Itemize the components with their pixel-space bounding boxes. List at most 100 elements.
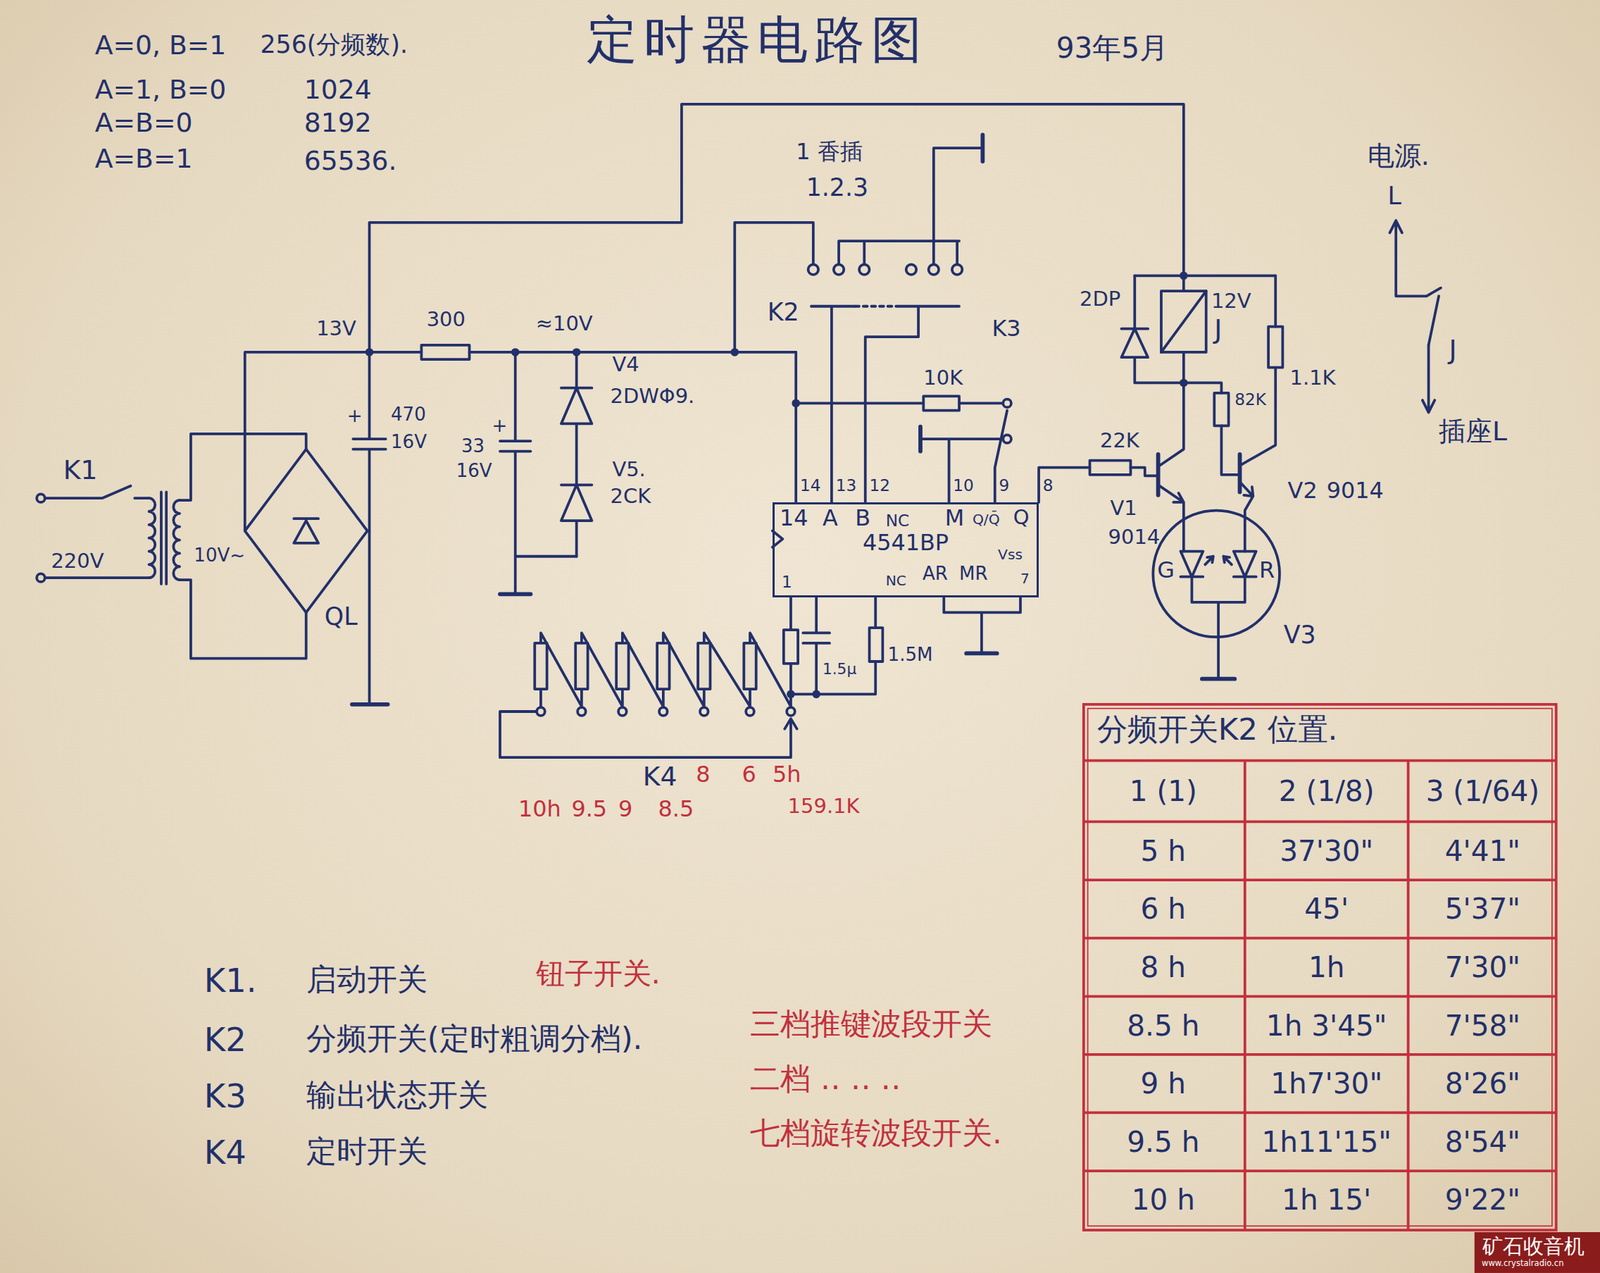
wire — [1191, 576, 1245, 679]
pin-label: B — [854, 507, 871, 530]
component-label: 33 — [461, 436, 485, 455]
note-text: 256(分频数). — [259, 32, 408, 58]
timing-network — [790, 597, 876, 707]
component-label: 300 — [426, 309, 466, 330]
component-label: K2 — [767, 300, 800, 325]
circuit-wires — [36, 104, 1441, 758]
transformer-coil — [149, 497, 156, 578]
ground-symbol — [966, 651, 997, 656]
key-note: 输出状态开关 — [306, 1079, 489, 1110]
component-label: 16V — [456, 461, 493, 480]
key-note: 定时开关 — [306, 1135, 428, 1167]
table-cell: 1h7'30" — [1270, 1069, 1383, 1098]
wire — [1038, 467, 1159, 503]
watermark-band — [1474, 1231, 1600, 1273]
component-label: K1 — [63, 457, 98, 484]
component-label: 1.2.3 — [806, 175, 869, 200]
resistor-symbol — [657, 642, 670, 689]
transistor-base — [1238, 454, 1243, 493]
transformer-core — [161, 491, 167, 584]
diode-symbol — [293, 518, 319, 543]
component-label: 6 — [741, 763, 756, 786]
pin-label: 14 — [800, 476, 822, 493]
wire — [245, 352, 370, 531]
pin-label: 8 — [1042, 476, 1054, 493]
chip-name: 4541BP — [862, 531, 949, 555]
switch-contact — [906, 264, 917, 274]
key-note: 分频开关(定时粗调分档). — [306, 1023, 643, 1054]
table-cell: 9'22" — [1445, 1185, 1521, 1215]
switch-contact — [808, 264, 819, 274]
table-grid — [1083, 704, 1557, 1230]
junction-dot — [811, 690, 821, 699]
key-note: K3 — [204, 1079, 247, 1112]
resistor-symbol — [616, 642, 629, 689]
table-cell: 8.5 h — [1126, 1010, 1200, 1040]
pin-label: MR — [959, 564, 989, 583]
component-label: R — [1259, 559, 1275, 582]
wire — [838, 147, 983, 264]
junction-dot — [365, 347, 374, 357]
switch-contact — [577, 707, 586, 716]
component-label: 8.5 — [658, 797, 695, 821]
resistor-symbol — [534, 642, 547, 689]
component-label: 1.1K — [1290, 367, 1336, 389]
component-label: 16V — [390, 432, 427, 451]
component-label: L — [1388, 183, 1402, 209]
resistor-symbol — [743, 642, 756, 689]
table-cell: 分频开关K2 位置. — [1097, 714, 1339, 745]
pin-label: AR — [922, 564, 948, 583]
pin-label: NC — [885, 573, 907, 588]
note-text: 65536. — [304, 147, 398, 175]
pin-label: A — [822, 507, 839, 530]
component-label: V2 — [1288, 479, 1318, 503]
switch-contact — [928, 264, 939, 274]
pin-label: 12 — [869, 476, 891, 493]
junction-dot — [1179, 271, 1189, 280]
pin-label: Q — [1013, 507, 1030, 528]
switch-contact — [659, 707, 668, 716]
table-cell: 1h 15' — [1281, 1185, 1372, 1215]
junction-dots — [365, 271, 1189, 698]
diagram-title: 定时器电路图 — [586, 14, 928, 65]
key-note: K2 — [204, 1023, 247, 1056]
table-cell: 1 (1) — [1129, 776, 1198, 806]
component-label: 9014 — [1326, 479, 1384, 503]
resistor-symbol — [783, 629, 798, 664]
ground-symbol — [980, 134, 985, 162]
table-cell: 5'37" — [1445, 894, 1521, 924]
ground-symbol — [1202, 676, 1235, 681]
wire — [1221, 425, 1240, 475]
note-text: A=B=1 — [95, 145, 193, 173]
transistor-base — [1156, 454, 1161, 496]
resistor-symbol — [869, 627, 884, 662]
switch-symbol — [920, 410, 1008, 503]
component-label: + — [491, 416, 508, 435]
bridge-rectifier — [245, 449, 368, 613]
table-cell: 7'30" — [1445, 952, 1521, 982]
ground-symbol — [500, 591, 531, 596]
pin-label: Vss — [997, 547, 1023, 562]
note-text: A=1, B=0 — [95, 76, 227, 104]
table-cell: 2 (1/8) — [1278, 776, 1375, 806]
component-label: 10V~ — [193, 545, 246, 565]
key-note: K1. — [204, 964, 258, 997]
pin-label: 7 — [1020, 571, 1030, 586]
table-cell: 5 h — [1140, 835, 1186, 865]
table-cell: 4'41" — [1445, 835, 1521, 865]
note-text: 8192 — [304, 109, 372, 137]
ground-symbol — [918, 426, 923, 452]
component-label: 9 — [618, 797, 633, 821]
led-symbol — [1180, 551, 1256, 577]
wire — [734, 222, 814, 353]
key-note: 三档推键波段开关 — [750, 1008, 993, 1039]
pin-label: M — [945, 507, 965, 530]
table-cell: 8'54" — [1445, 1126, 1521, 1156]
pin-label: 13 — [835, 476, 858, 493]
pin-label: NC — [885, 511, 910, 529]
component-label: K4 — [642, 763, 678, 791]
note-text: A=B=0 — [95, 109, 193, 137]
note-text: A=0, B=1 — [95, 32, 227, 60]
wire — [795, 352, 1003, 503]
